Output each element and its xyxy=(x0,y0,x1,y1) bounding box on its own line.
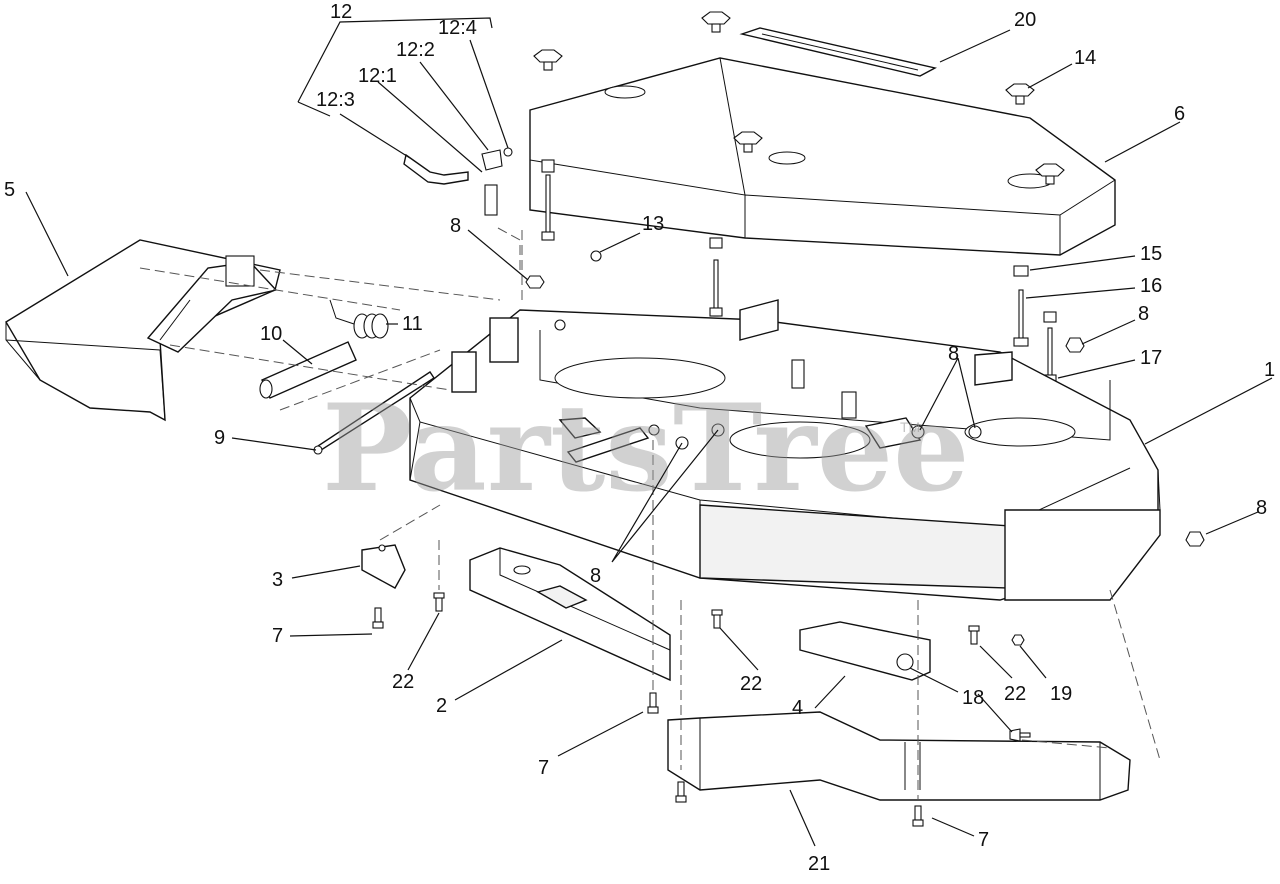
callout-17: 17 xyxy=(1140,347,1162,369)
watermark-text: PartsTree xyxy=(322,378,969,519)
watermark-trademark: TM xyxy=(900,419,920,435)
callout-11: 11 xyxy=(402,313,423,335)
callout-7b: 7 xyxy=(538,757,549,779)
part-20-decal[interactable] xyxy=(739,27,937,77)
part-1-mower-deck[interactable] xyxy=(409,299,1161,601)
part-11-torsion-spring[interactable] xyxy=(329,299,389,339)
callout-2: 2 xyxy=(436,695,447,717)
callout-18: 18 xyxy=(962,687,984,709)
callout-7a: 7 xyxy=(272,625,283,647)
callout-12: 12 xyxy=(330,1,352,23)
part-9-pivot-rod[interactable] xyxy=(313,371,435,455)
callout-20: 20 xyxy=(1014,9,1036,31)
callout-16: 16 xyxy=(1140,275,1162,297)
part-14-knobs[interactable] xyxy=(533,11,1065,185)
callout-22b: 22 xyxy=(740,673,762,695)
part-12-latch-assembly[interactable] xyxy=(403,147,513,216)
part-3-bracket[interactable] xyxy=(361,544,406,589)
callout-leaders xyxy=(25,17,1273,847)
callout-8b: 8 xyxy=(1138,303,1149,325)
callout-4: 4 xyxy=(792,697,803,719)
callout-12-4: 12:4 xyxy=(438,17,477,39)
callout-14: 14 xyxy=(1074,47,1096,69)
callout-12-2: 12:2 xyxy=(396,39,435,61)
part-21-baffle[interactable] xyxy=(667,711,1131,801)
callout-5: 5 xyxy=(4,179,15,201)
callout-19: 19 xyxy=(1050,683,1072,705)
part-2-skid-plate[interactable] xyxy=(469,547,671,682)
phantom-alignment-lines xyxy=(139,227,1161,800)
part-4-mount-bracket[interactable] xyxy=(799,621,931,681)
part-8-13-nuts[interactable] xyxy=(525,250,1205,547)
callout-8c: 8 xyxy=(948,343,959,365)
callout-22c: 22 xyxy=(1004,683,1026,705)
callout-12-1: 12:1 xyxy=(358,65,397,87)
bolts-and-fasteners[interactable] xyxy=(372,592,1031,827)
part-5-discharge-chute[interactable] xyxy=(5,239,281,422)
callout-8a: 8 xyxy=(450,215,461,237)
callout-22a: 22 xyxy=(392,671,414,693)
callout-labels: 1 2 3 4 5 6 7 7 7 8 8 8 8 8 9 10 11 12 1… xyxy=(4,1,1275,875)
callout-3: 3 xyxy=(272,569,283,591)
watermark: PartsTree TM xyxy=(322,378,969,519)
callout-13: 13 xyxy=(642,213,664,235)
callout-8e: 8 xyxy=(1256,497,1267,519)
part-6-deck-cover[interactable] xyxy=(529,57,1116,256)
callout-9: 9 xyxy=(214,427,225,449)
callout-15: 15 xyxy=(1140,243,1162,265)
callout-1: 1 xyxy=(1264,359,1275,381)
part-10-spacer-tube[interactable] xyxy=(259,341,357,399)
callout-8d: 8 xyxy=(590,565,601,587)
callout-12-3: 12:3 xyxy=(316,89,355,111)
callout-21: 21 xyxy=(808,853,830,875)
callout-10: 10 xyxy=(260,323,282,345)
callout-7c: 7 xyxy=(978,829,989,851)
callout-6: 6 xyxy=(1174,103,1185,125)
